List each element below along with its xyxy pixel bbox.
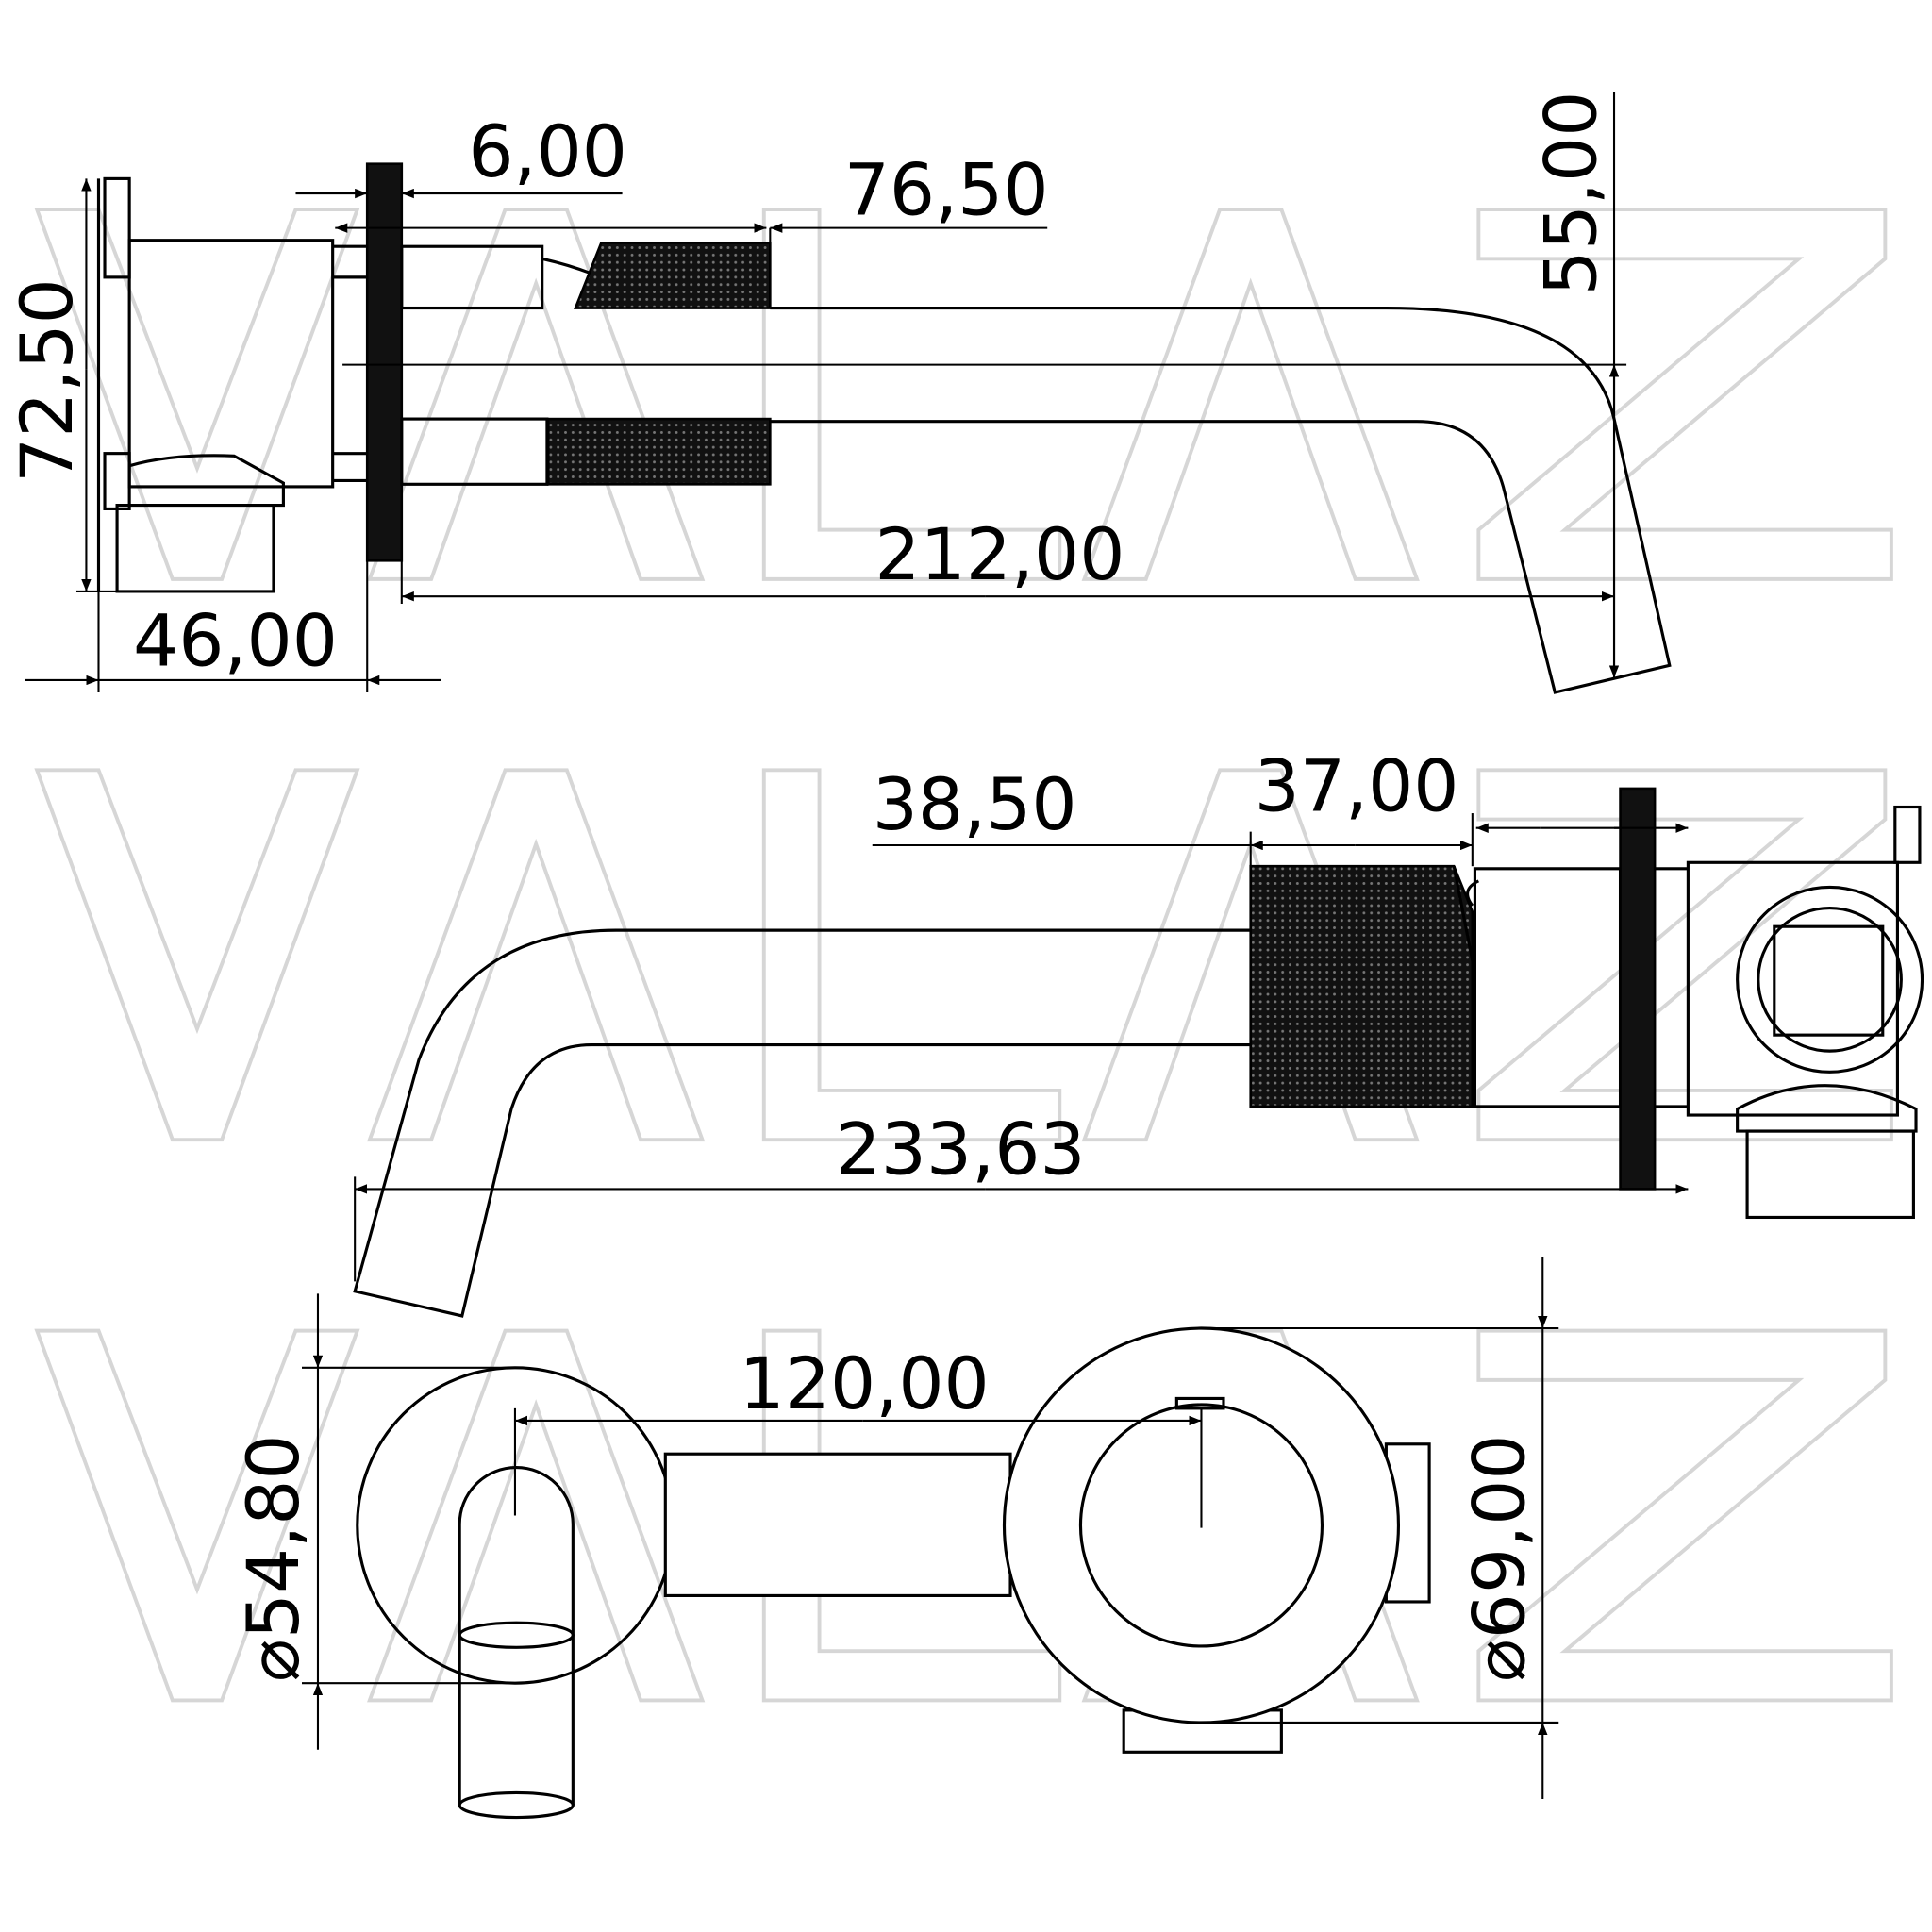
side-view-body <box>96 176 368 593</box>
watermark-row-1 <box>34 208 1893 581</box>
mirrored-knurled-handle <box>1249 864 1474 1108</box>
dimension-plate-thickness: 6,00 <box>468 110 627 193</box>
watermark-row-2 <box>34 768 1893 1142</box>
mirrored-spout <box>353 928 1251 1318</box>
dimension-spout-drop: 55,00 <box>1529 92 1612 296</box>
side-view-spout <box>342 306 1672 694</box>
knurled-handle-bottom <box>546 417 772 486</box>
dimension-mirrored-handle-offset: 38,50 <box>873 763 1077 846</box>
dimension-spout-reach: 212,00 <box>874 513 1124 596</box>
mirrored-dimension-lines <box>354 813 1689 1282</box>
dimension-spout-plate-diameter: ⌀54,80 <box>232 1434 315 1681</box>
dimension-total-length: 233,63 <box>836 1108 1086 1191</box>
dimension-center-distance: 120,00 <box>740 1342 990 1425</box>
dimension-body-height: 72,50 <box>6 278 89 483</box>
side-view: 6,00 76,50 55,00 72,50 212,00 46,00 <box>6 92 1672 694</box>
knurled-handle-top <box>574 241 772 309</box>
dimension-body-depth: 46,00 <box>133 599 338 682</box>
dimension-handle-length: 37,00 <box>1255 744 1459 827</box>
dimension-handle-offset: 76,50 <box>844 148 1049 231</box>
front-view: 120,00 ⌀54,80 ⌀69,00 <box>232 1257 1559 1820</box>
side-view-dimension-lines <box>25 92 1620 693</box>
wall-plate <box>365 162 404 562</box>
mirrored-body <box>1452 787 1924 1220</box>
dimension-handle-plate-diameter: ⌀69,00 <box>1458 1434 1541 1681</box>
side-view-mirrored: 38,50 37,00 233,63 <box>353 744 1924 1318</box>
front-view-dimension-lines <box>302 1257 1559 1799</box>
